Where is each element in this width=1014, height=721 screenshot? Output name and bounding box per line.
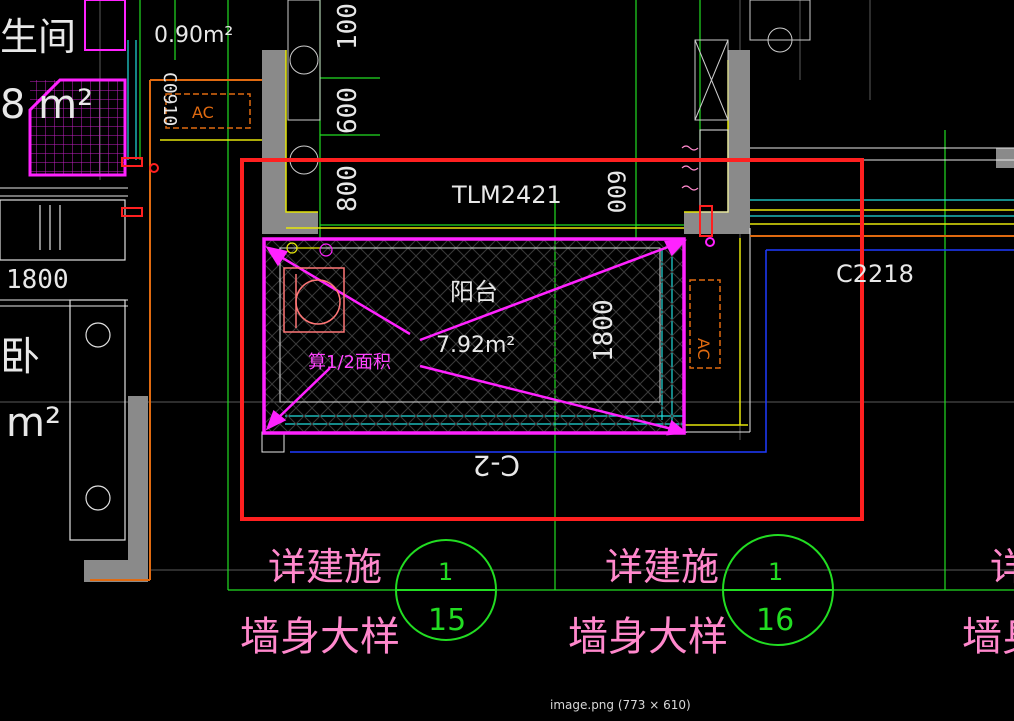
toilet-icon [84,0,126,51]
dim-800-left: 800 [333,165,363,212]
c0910-label: C0910 [159,72,180,126]
detail-note-16: 详建施 [605,545,719,589]
detail-title-15: 墙身大样 [240,614,400,660]
detail-note-15: 详建施 [268,545,382,589]
detail-title-16: 墙身大样 [568,614,728,660]
ac-unit-top [165,93,251,129]
detail-callout-15 [395,539,497,641]
balcony-boundary [262,237,686,435]
left-room-fixtures [0,199,126,541]
edge-fragment-1: 详 [990,545,1014,589]
dim-1800-left: 1800 [6,265,69,295]
window-code-rotated: C-2 [473,449,520,482]
balcony-inner-outline [279,247,661,403]
ac-label-right: AC [694,338,713,360]
shower-outline [28,78,127,177]
detail-callout-16 [722,534,834,646]
dim-600-left: 600 [333,87,363,134]
left-room-name-2: 卧 [0,334,40,380]
upper-fixtures [287,0,811,175]
door-code-label: TLM2421 [451,181,562,209]
pipe-symbols [681,145,699,191]
detail-num-16: 16 [756,603,794,638]
washing-machine-icon [283,267,345,333]
dim-1800-rotated: 1800 [589,299,619,362]
ac-unit-right [689,279,721,369]
red-markers [121,157,715,247]
area-note: 算1/2面积 [308,352,391,373]
outline-lines [90,79,1014,581]
left-room-area-1: 8 m² [0,82,93,128]
detail-ref-16: 1 [768,558,783,586]
image-caption: image.png (773 × 610) [550,698,691,712]
dim-100-left: 100 [333,3,363,50]
room-label: 阳台 [450,278,498,306]
faucet-icon [286,242,333,257]
window-code-label: C2218 [836,260,914,288]
area-090: 0.90m² [154,23,233,48]
dim-600-top: 600 [602,170,630,213]
left-room-area-2: m² [6,400,61,446]
detail-num-15: 15 [428,603,466,638]
edge-fragment-2: 墙身 [962,614,1014,660]
room-area: 7.92m² [436,333,515,358]
left-room-name-1: 生间 [0,15,76,59]
walls [84,50,1014,582]
ac-label-top: AC [192,103,214,122]
detail-ref-15: 1 [438,558,453,586]
highlight-box [240,158,864,521]
